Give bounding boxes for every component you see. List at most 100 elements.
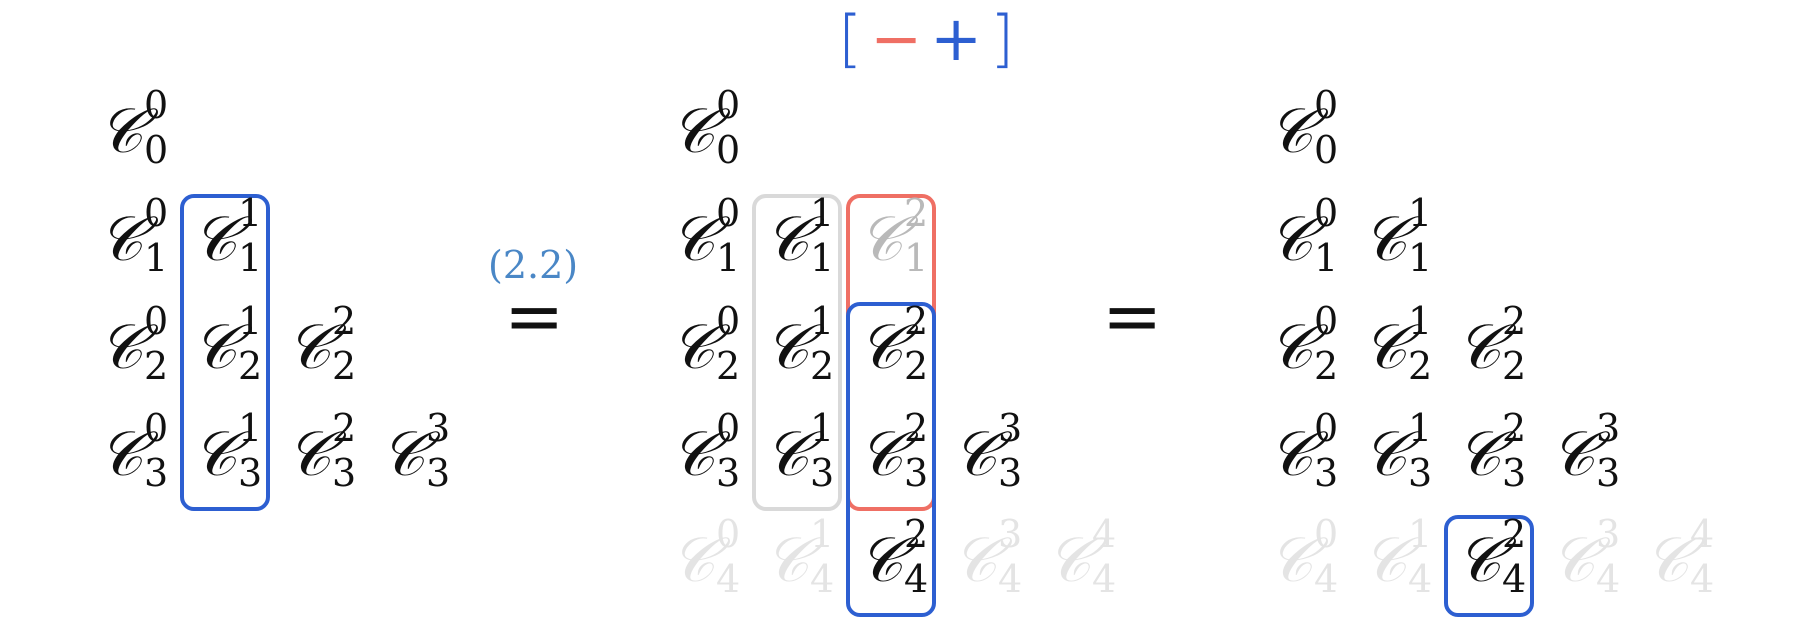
script-c-symbol: 𝒞 (286, 417, 332, 490)
subscript-n: 2 (716, 344, 741, 388)
superscript-k: 1 (810, 191, 835, 235)
superscript-k: 2 (1502, 512, 1527, 556)
script-c-symbol: 𝒞 (858, 202, 904, 275)
subscript-n: 0 (144, 128, 169, 172)
subscript-n: 3 (998, 451, 1023, 495)
script-c-symbol: 𝒞 (1268, 310, 1314, 383)
subscript-n: 3 (238, 451, 263, 495)
subscript-n: 0 (1314, 128, 1339, 172)
subscript-n: 1 (144, 236, 169, 280)
subscript-n: 4 (1408, 557, 1433, 601)
script-c-symbol: 𝒞 (858, 417, 904, 490)
script-c-symbol: 𝒞 (1456, 523, 1502, 596)
subscript-n: 4 (810, 557, 835, 601)
subscript-n: 1 (810, 236, 835, 280)
superscript-k: 0 (1314, 406, 1339, 450)
superscript-k: 1 (1408, 299, 1433, 343)
superscript-k: 1 (238, 406, 263, 450)
superscript-k: 2 (332, 406, 357, 450)
superscript-k: 0 (716, 191, 741, 235)
subscript-n: 2 (1502, 344, 1527, 388)
superscript-k: 3 (426, 406, 451, 450)
superscript-k: 2 (904, 406, 929, 450)
superscript-k: 3 (998, 512, 1023, 556)
equals-sign-1: = (504, 274, 565, 358)
superscript-k: 1 (1408, 512, 1433, 556)
superscript-k: 2 (332, 299, 357, 343)
subscript-n: 2 (1314, 344, 1339, 388)
superscript-k: 1 (810, 406, 835, 450)
script-c-symbol: 𝒞 (380, 417, 426, 490)
subscript-n: 4 (1596, 557, 1621, 601)
superscript-k: 1 (810, 299, 835, 343)
script-c-symbol: 𝒞 (858, 523, 904, 596)
subscript-n: 3 (144, 451, 169, 495)
superscript-k: 0 (1314, 191, 1339, 235)
script-c-symbol: 𝒞 (1362, 202, 1408, 275)
subscript-n: 2 (904, 344, 929, 388)
script-c-symbol: 𝒞 (1456, 417, 1502, 490)
superscript-k: 0 (716, 299, 741, 343)
script-c-symbol: 𝒞 (1456, 310, 1502, 383)
subscript-n: 4 (716, 557, 741, 601)
superscript-k: 0 (716, 406, 741, 450)
superscript-k: 0 (716, 83, 741, 127)
script-c-symbol: 𝒞 (286, 310, 332, 383)
script-c-symbol: 𝒞 (764, 202, 810, 275)
subscript-n: 4 (1502, 557, 1527, 601)
superscript-k: 0 (716, 512, 741, 556)
superscript-k: 4 (1092, 512, 1117, 556)
superscript-k: 1 (238, 299, 263, 343)
superscript-k: 0 (1314, 299, 1339, 343)
script-c-symbol: 𝒞 (1644, 523, 1690, 596)
middle-blue-highlight-box (846, 302, 936, 617)
superscript-k: 2 (904, 191, 929, 235)
equals-sign-2: = (1102, 274, 1163, 358)
subscript-n: 1 (716, 236, 741, 280)
subscript-n: 4 (1314, 557, 1339, 601)
script-c-symbol: 𝒞 (192, 310, 238, 383)
superscript-k: 3 (1596, 406, 1621, 450)
script-c-symbol: 𝒞 (192, 417, 238, 490)
script-c-symbol: 𝒞 (858, 310, 904, 383)
script-c-symbol: 𝒞 (1046, 523, 1092, 596)
script-c-symbol: 𝒞 (670, 523, 716, 596)
superscript-k: 0 (144, 191, 169, 235)
superscript-k: 0 (144, 83, 169, 127)
script-c-symbol: 𝒞 (764, 310, 810, 383)
script-c-symbol: 𝒞 (1362, 417, 1408, 490)
script-c-symbol: 𝒞 (1268, 94, 1314, 167)
subscript-n: 2 (810, 344, 835, 388)
script-c-symbol: 𝒞 (98, 202, 144, 275)
script-c-symbol: 𝒞 (764, 417, 810, 490)
subscript-n: 2 (238, 344, 263, 388)
subscript-n: 0 (716, 128, 741, 172)
script-c-symbol: 𝒞 (98, 417, 144, 490)
script-c-symbol: 𝒞 (670, 310, 716, 383)
subscript-n: 4 (904, 557, 929, 601)
